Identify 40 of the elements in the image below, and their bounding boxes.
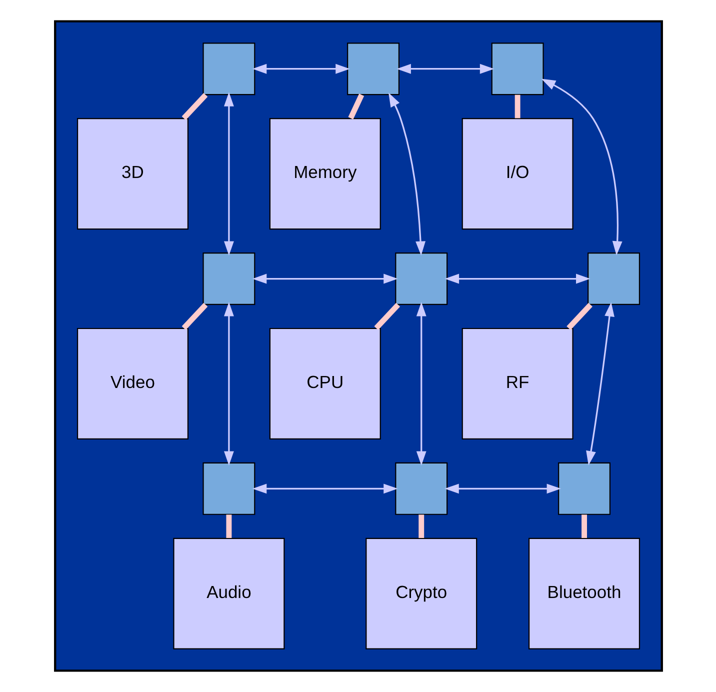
arrow [444, 484, 561, 494]
node-box [202, 42, 255, 96]
arrow [586, 302, 614, 466]
connector [418, 514, 424, 538]
node-box [202, 462, 255, 515]
arrow [223, 92, 234, 256]
node-box [394, 462, 448, 515]
connector [181, 92, 208, 120]
node-box: Audio [172, 538, 284, 650]
node-box: Bluetooth [528, 538, 640, 650]
arrow [540, 78, 622, 256]
arrow [416, 302, 426, 466]
node-box: Memory [268, 118, 380, 230]
node-box [346, 42, 399, 96]
node-box: RF [461, 328, 573, 440]
arrow [396, 64, 494, 74]
node-box: 3D [76, 118, 188, 230]
node-box [558, 462, 610, 515]
arrow [252, 484, 398, 494]
connector [348, 94, 364, 120]
node-box [490, 42, 544, 96]
arrow [223, 302, 234, 466]
node-box: Crypto [365, 538, 477, 650]
connector [181, 302, 208, 330]
connector [514, 94, 520, 118]
connector [566, 302, 592, 330]
node-box: CPU [268, 328, 380, 440]
arrow [252, 274, 398, 284]
connector [581, 514, 586, 538]
node-box [587, 252, 640, 305]
node-box [202, 252, 255, 305]
cluster [54, 20, 662, 672]
arrow [444, 274, 590, 284]
node-box [394, 252, 448, 305]
connector [374, 302, 400, 330]
arrow [388, 92, 425, 256]
arrow [252, 64, 350, 74]
connector [226, 514, 232, 538]
node-box: I/O [461, 118, 573, 230]
node-box: Video [76, 328, 188, 440]
